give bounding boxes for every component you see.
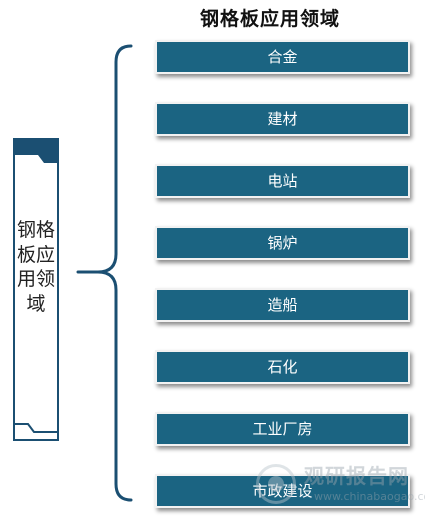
category-box: 造船 bbox=[155, 288, 410, 322]
category-box: 合金 bbox=[155, 40, 410, 74]
category-box: 石化 bbox=[155, 350, 410, 384]
watermark-url: www.chinabaogao.com bbox=[314, 490, 425, 503]
brace-connector bbox=[76, 44, 133, 502]
watermark: 观研报告网 www.chinabaogao.com bbox=[256, 460, 425, 512]
watermark-logo-icon bbox=[256, 464, 296, 504]
category-box: 工业厂房 bbox=[155, 412, 410, 446]
side-label: 钢格板应用领域 bbox=[16, 219, 55, 315]
side-card bbox=[12, 137, 60, 442]
category-box: 建材 bbox=[155, 102, 410, 136]
category-box: 电站 bbox=[155, 164, 410, 198]
diagram-title: 钢格板应用领域 bbox=[199, 8, 340, 30]
side-card-frame bbox=[13, 138, 59, 441]
watermark-text: 观研报告网 bbox=[304, 464, 409, 488]
category-box: 锅炉 bbox=[155, 226, 410, 260]
